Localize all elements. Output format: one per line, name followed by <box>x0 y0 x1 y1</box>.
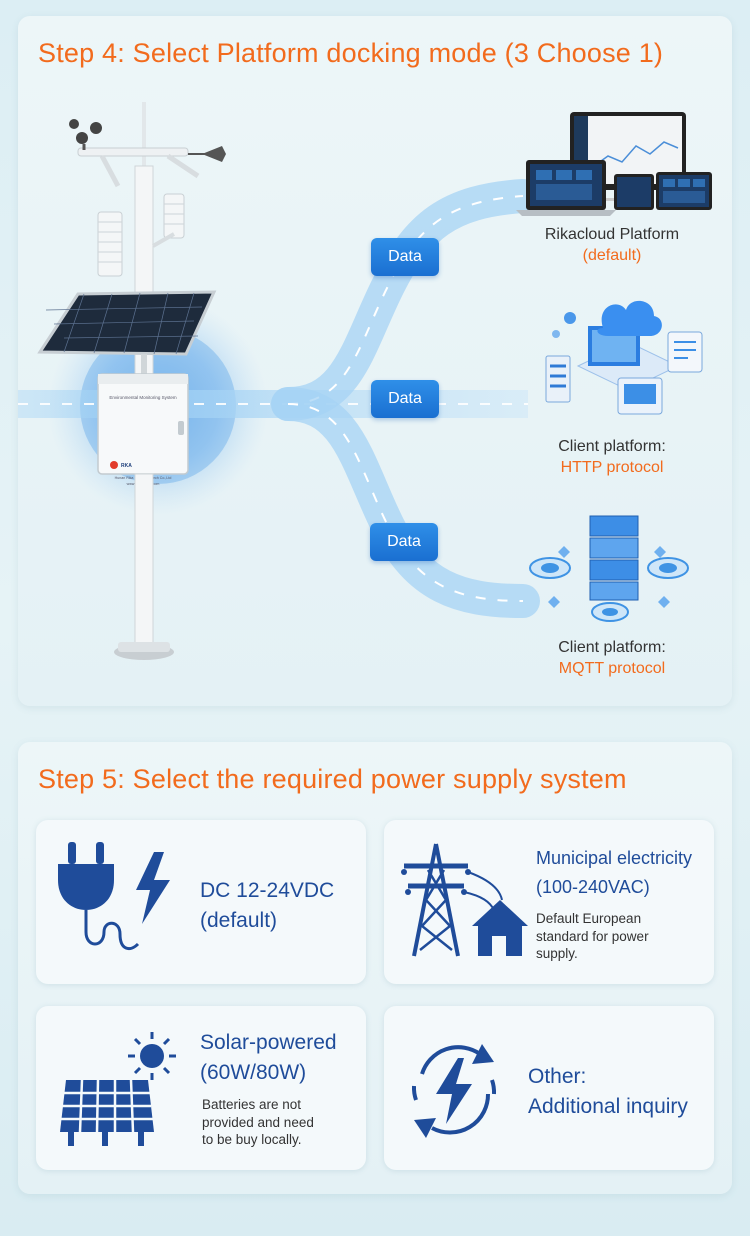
weather-station: Environmental Monitoring System RKA Huna… <box>37 102 226 660</box>
platform-protocol: MQTT protocol <box>558 660 666 677</box>
plug-icon <box>54 840 174 973</box>
data-badge-upper: Data <box>371 238 439 276</box>
power-tower-icon <box>400 840 528 965</box>
data-flow-illustration: Environmental Monitoring System RKA Huna… <box>18 102 712 660</box>
power-option-dc[interactable]: DC 12-24VDC (default) <box>36 820 366 984</box>
cloud-server-icon <box>545 300 703 415</box>
option-description: Batteries are not provided and need to b… <box>202 1097 314 1147</box>
platform-protocol: (default) <box>582 247 642 264</box>
option-title: Other: Additional inquiry <box>528 1065 688 1118</box>
step5-title: Step 5: Select the required power supply… <box>38 764 627 794</box>
data-badge-lower: Data <box>370 523 438 561</box>
power-option-other[interactable]: Other: Additional inquiry <box>384 1006 714 1170</box>
step4-panel: Step 4: Select Platform docking mode (3 … <box>18 16 732 706</box>
recycle-power-icon <box>402 1038 506 1147</box>
platform-http: Client platform: HTTP protocol <box>512 436 712 478</box>
step5-panel: Step 5: Select the required power supply… <box>18 742 732 1194</box>
option-description: Default European standard for power supp… <box>536 911 649 961</box>
data-badge-middle: Data <box>371 380 439 418</box>
option-title: DC 12-24VDC (default) <box>200 879 335 932</box>
brand-mark: RKA <box>121 463 132 469</box>
power-option-municipal[interactable]: Municipal electricity (100-240VAC) Defau… <box>384 820 714 984</box>
option-title: Solar-powered (60W/80W) <box>200 1031 337 1084</box>
platform-mqtt: Client platform: MQTT protocol <box>512 637 712 679</box>
enclosure-label: Environmental Monitoring System <box>109 395 177 400</box>
server-network-icon <box>529 515 689 622</box>
devices-icon <box>516 112 712 216</box>
step4-title: Step 4: Select Platform docking mode (3 … <box>38 38 664 68</box>
solar-panel-image <box>37 290 217 376</box>
platform-name: Rikacloud Platform <box>544 226 680 243</box>
option-title: Municipal electricity (100-240VAC) <box>536 848 693 897</box>
platform-name: Client platform: <box>558 639 666 656</box>
platform-protocol: HTTP protocol <box>560 459 664 476</box>
power-option-solar[interactable]: Solar-powered (60W/80W) Batteries are no… <box>36 1006 366 1170</box>
platform-rikacloud: Rikacloud Platform (default) <box>512 224 712 266</box>
platform-name: Client platform: <box>558 438 666 455</box>
solar-panel-icon <box>58 1030 182 1155</box>
